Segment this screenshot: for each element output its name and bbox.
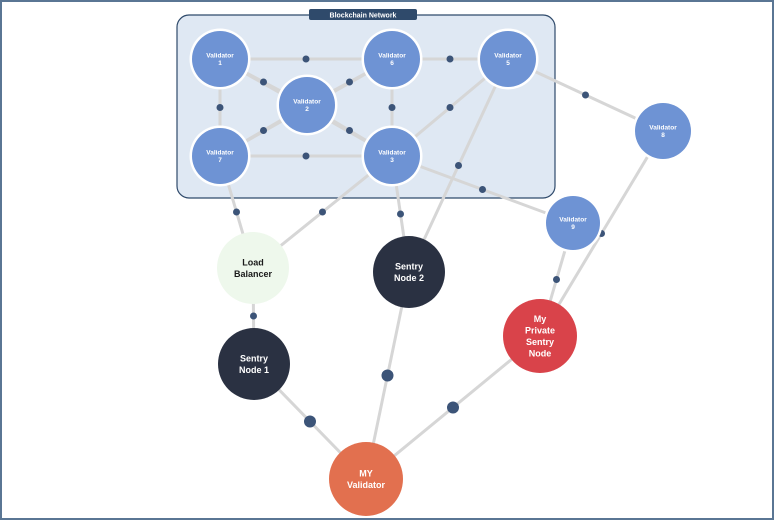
node-label-v6-line2: 6 <box>390 60 394 67</box>
node-circle-v3 <box>364 128 420 184</box>
network-title: Blockchain Network <box>330 13 397 20</box>
node-circle-v7 <box>192 128 248 184</box>
connector-dot-v5-v8 <box>582 91 589 99</box>
node-label-my-line2: Validator <box>347 480 386 490</box>
node-label-my-line1: MY <box>359 468 373 478</box>
node-label-ps-line4: Node <box>529 348 552 358</box>
connector-dot-s1-my <box>304 415 316 428</box>
connector-dot-v3-s2 <box>397 210 404 218</box>
node-circle-ps <box>503 299 577 373</box>
node-circle-my <box>329 442 403 516</box>
node-label-v2-line1: Validator <box>293 99 321 106</box>
node-label-v3-line1: Validator <box>378 150 406 157</box>
connector-dot-v5-v3 <box>446 104 454 111</box>
node-label-s2-line1: Sentry <box>395 261 423 271</box>
node-label-v7-line1: Validator <box>206 150 234 157</box>
connector-dot-v6-v5 <box>446 55 454 63</box>
node-circle-s1 <box>218 328 290 400</box>
node-circle-v1 <box>192 31 248 87</box>
node-label-v5-line1: Validator <box>494 53 522 60</box>
connector-dots-layer <box>216 55 605 428</box>
connector-dot-v3-v9 <box>479 186 486 193</box>
connector-dot-v1-v7 <box>216 104 224 111</box>
connector-dot-v9-ps <box>553 276 560 283</box>
node-label-v6-line1: Validator <box>378 53 406 60</box>
node-label-v7-line2: 7 <box>218 157 222 164</box>
node-label-v3-line2: 3 <box>390 157 394 164</box>
node-circle-s2 <box>373 236 445 308</box>
node-circle-v6 <box>364 31 420 87</box>
node-circle-v5 <box>480 31 536 87</box>
node-label-lb-line1: Load <box>242 257 264 267</box>
node-label-v2-line2: 2 <box>305 106 309 113</box>
connector-dot-v1-v6 <box>302 55 310 63</box>
node-label-v8-line2: 8 <box>661 132 665 139</box>
node-label-v8-line1: Validator <box>649 125 677 132</box>
connector-dot-ps-my <box>447 401 459 414</box>
network-title-tab <box>309 9 417 20</box>
connector-dot-v1-v2 <box>260 78 267 86</box>
node-label-ps-line2: Private <box>525 325 555 335</box>
connector-dot-v7-v3 <box>302 152 310 160</box>
node-label-v9-line1: Validator <box>559 217 587 224</box>
connector-dot-s2-my <box>381 369 394 382</box>
connector-dot-v2-v3 <box>346 127 353 134</box>
connector-dot-v6-v2 <box>346 78 353 86</box>
node-label-ps-line1: My <box>534 314 547 324</box>
node-label-lb-line2: Balancer <box>234 269 273 279</box>
connector-dot-v5-s2 <box>455 162 462 169</box>
node-label-v9-line2: 9 <box>571 224 575 231</box>
node-label-s2-line2: Node 2 <box>394 273 424 283</box>
connector-dot-v6-v3 <box>388 104 396 111</box>
node-circle-v2 <box>279 77 335 133</box>
node-label-ps-line3: Sentry <box>526 337 554 347</box>
node-circle-v9 <box>546 196 600 250</box>
node-label-v1-line1: Validator <box>206 53 234 60</box>
connector-dot-v7-lb <box>233 208 240 216</box>
nodes-layer: Validator1Validator6Validator5Validator2… <box>189 28 694 516</box>
node-circle-v8 <box>635 103 691 159</box>
node-label-s1-line1: Sentry <box>240 353 268 363</box>
node-label-v1-line2: 1 <box>218 60 222 67</box>
connector-dot-v2-v7 <box>260 127 267 134</box>
connector-dot-v3-lb <box>319 208 326 216</box>
node-my[interactable]: MY Validator <box>329 442 403 516</box>
node-label-s1-line2: Node 1 <box>239 365 269 375</box>
node-circle-lb <box>217 232 289 304</box>
connector-dot-lb-s1 <box>250 312 257 320</box>
node-label-v5-line2: 5 <box>506 60 510 67</box>
